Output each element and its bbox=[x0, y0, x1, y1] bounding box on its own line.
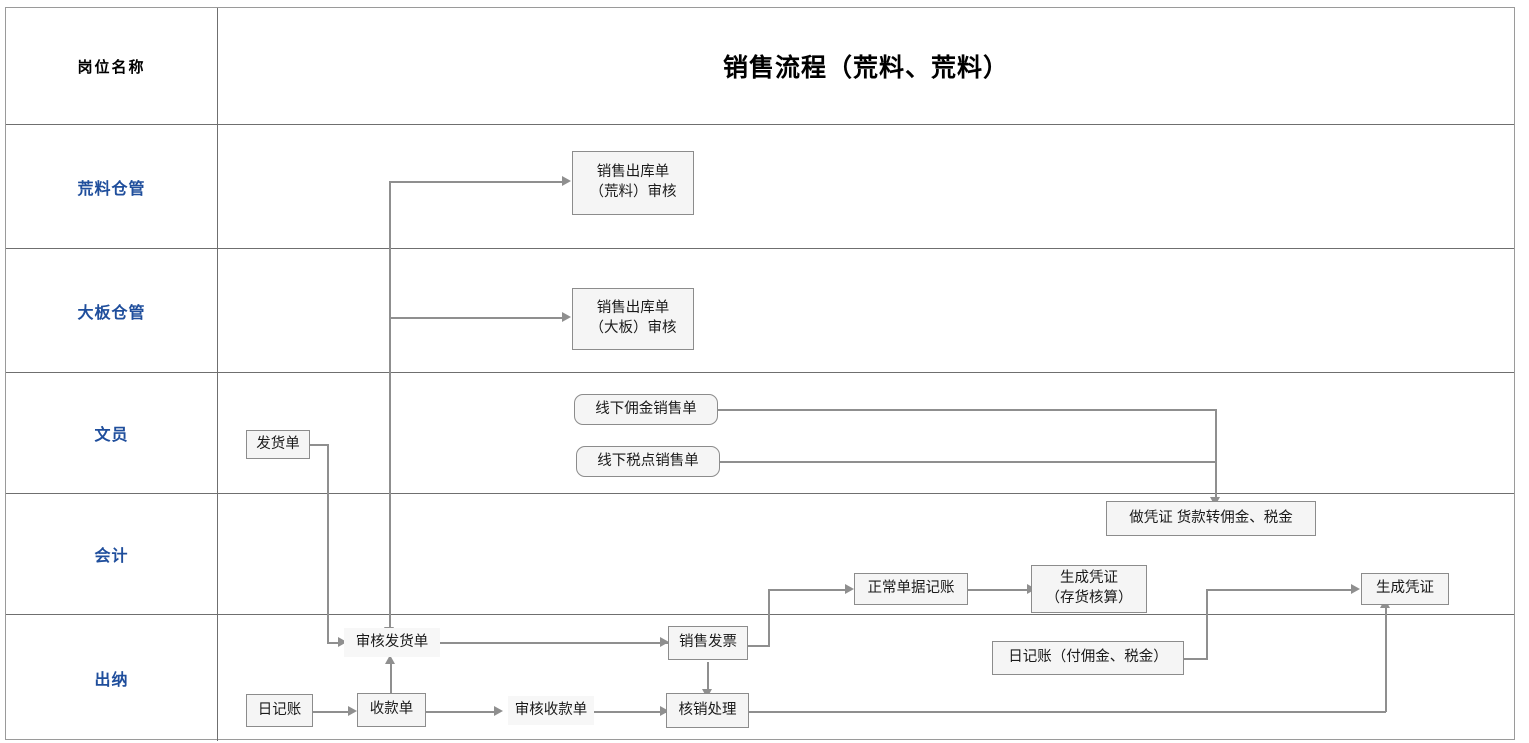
lane-label-cell-daban-cangguan: 大板仓管 bbox=[6, 249, 218, 372]
edge-zhengchang-to-shengcheng-cunhuo bbox=[968, 589, 1031, 591]
lane-row-header: 岗位名称 销售流程（荒料、荒料） bbox=[6, 8, 1514, 125]
lane-row-chuna: 出纳 bbox=[6, 615, 1514, 741]
edge-fahuodan-right bbox=[310, 444, 328, 446]
edge-fahuodan-down bbox=[327, 444, 329, 643]
edge-to-out-daban bbox=[389, 317, 565, 319]
node-normal-document-bookkeeping[interactable]: 正常单据记账 bbox=[854, 573, 968, 605]
edge-shoukuandan-up bbox=[390, 662, 392, 693]
edge-fapiao-right bbox=[748, 645, 770, 647]
node-offline-tax-point-sales-order[interactable]: 线下税点销售单 bbox=[576, 446, 720, 477]
edge-rijizhang-to-shoukuandan bbox=[313, 711, 353, 713]
lane-header-cell: 岗位名称 bbox=[6, 8, 218, 124]
node-write-off-processing[interactable]: 核销处理 bbox=[666, 693, 749, 728]
lane-row-daban-cangguan: 大板仓管 bbox=[6, 249, 1514, 373]
node-make-voucher-transfer[interactable]: 做凭证 货款转佣金、税金 bbox=[1106, 501, 1316, 536]
lane-row-wenyuan: 文员 bbox=[6, 373, 1514, 494]
node-generate-voucher[interactable]: 生成凭证 bbox=[1361, 573, 1449, 605]
node-delivery-order[interactable]: 发货单 bbox=[246, 430, 310, 459]
lane-label-cell-wenyuan: 文员 bbox=[6, 373, 218, 493]
edge-trunk-vertical bbox=[389, 181, 391, 631]
node-receipt-order[interactable]: 收款单 bbox=[357, 693, 426, 727]
lane-label-cell-huangliao-cangguan: 荒料仓管 bbox=[6, 125, 218, 248]
edge-rijizhang-fu-right bbox=[1184, 658, 1208, 660]
edge-hexiao-up bbox=[1385, 607, 1387, 712]
edge-fahuodan-in bbox=[327, 642, 341, 644]
arrowhead-shoukuandan bbox=[348, 706, 357, 716]
node-journal-pay-commission-tax[interactable]: 日记账（付佣金、税金） bbox=[992, 641, 1184, 675]
edge-shenhe-fahuo-to-fapiao bbox=[440, 642, 668, 644]
arrowhead-hexiao bbox=[660, 706, 669, 716]
edge-fapiao-to-hexiao bbox=[707, 662, 709, 693]
node-review-delivery-order[interactable]: 审核发货单 bbox=[344, 628, 440, 657]
edge-rijizhang-fu-to-shengcheng bbox=[1206, 589, 1354, 591]
lane-row-huangliao-cangguan: 荒料仓管 bbox=[6, 125, 1514, 249]
edge-shuidian-right bbox=[720, 461, 1216, 463]
arrowhead-shengcheng bbox=[1351, 584, 1360, 594]
node-generate-voucher-inventory[interactable]: 生成凭证 （存货核算） bbox=[1031, 565, 1147, 613]
diagram-title: 销售流程（荒料、荒料） bbox=[722, 54, 1009, 82]
lane-label-cell-chuna: 出纳 bbox=[6, 615, 218, 741]
lane-label-cell-kuaiji: 会计 bbox=[6, 494, 218, 614]
lane-label-wenyuan: 文员 bbox=[94, 427, 129, 444]
lane-label-huangliao-cangguan: 荒料仓管 bbox=[77, 180, 146, 198]
edge-yongjin-down bbox=[1215, 409, 1217, 501]
edge-yongjin-right bbox=[718, 409, 1216, 411]
node-journal[interactable]: 日记账 bbox=[246, 694, 313, 727]
lane-label-daban-cangguan: 大板仓管 bbox=[77, 304, 146, 322]
arrowhead-zhengchang bbox=[845, 584, 854, 594]
lane-header-label: 岗位名称 bbox=[77, 58, 146, 76]
node-sales-invoice[interactable]: 销售发票 bbox=[668, 626, 748, 660]
arrowhead-shenhe-fahuo-bottom bbox=[385, 655, 395, 664]
arrowhead-out-daban bbox=[562, 312, 571, 322]
node-review-receipt-order[interactable]: 审核收款单 bbox=[508, 696, 594, 725]
edge-to-out-huangliao bbox=[389, 181, 565, 183]
arrowhead-shenhe-shoukuan bbox=[494, 706, 503, 716]
arrowhead-xiaoshou-fapiao bbox=[660, 637, 669, 647]
arrowhead-out-huangliao bbox=[562, 176, 571, 186]
lane-row-kuaiji: 会计 bbox=[6, 494, 1514, 615]
edge-shoukuandan-to-shenhe-shoukuan bbox=[426, 711, 498, 713]
edge-hexiao-right bbox=[749, 711, 1386, 713]
node-sales-outbound-daban[interactable]: 销售出库单 （大板）审核 bbox=[572, 288, 694, 350]
edge-shenhe-shoukuan-to-hexiao bbox=[594, 711, 666, 713]
node-offline-commission-sales-order[interactable]: 线下佣金销售单 bbox=[574, 394, 718, 425]
edge-fapiao-up bbox=[768, 589, 770, 646]
node-sales-outbound-huangliao[interactable]: 销售出库单 （荒料）审核 bbox=[572, 151, 694, 215]
edge-rijizhang-fu-up bbox=[1206, 589, 1208, 659]
edge-fapiao-to-zhengchang bbox=[768, 589, 848, 591]
arrowhead-shenhe-fahuo bbox=[338, 637, 347, 647]
swimlane-table: 岗位名称 销售流程（荒料、荒料） 荒料仓管 大板仓管 文员 会计 bbox=[5, 7, 1515, 741]
lane-label-chuna: 出纳 bbox=[94, 672, 129, 689]
lane-label-kuaiji: 会计 bbox=[94, 548, 129, 565]
